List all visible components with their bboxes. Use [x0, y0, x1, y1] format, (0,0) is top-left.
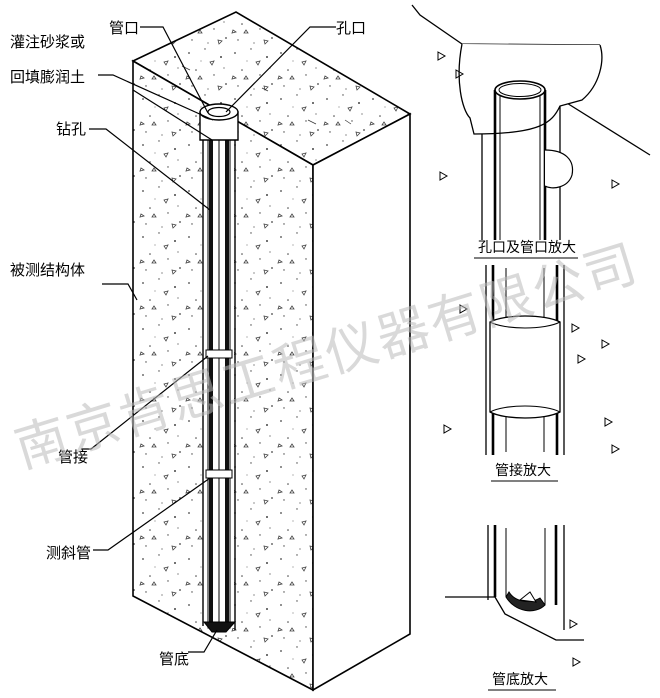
label-structure: 被测结构体 — [10, 261, 85, 279]
caption-bottom-detail: 管底放大 — [492, 672, 548, 688]
label-coupling: 管接 — [58, 448, 88, 466]
label-backfill: 回填膨润土 — [10, 68, 85, 86]
borehole-with-pipe — [199, 103, 239, 633]
label-hole-mouth: 孔口 — [336, 19, 366, 37]
label-pipe-mouth: 管口 — [109, 19, 139, 37]
label-pipe-bottom: 管底 — [159, 650, 189, 668]
label-inclinometer-pipe: 测斜管 — [46, 544, 91, 562]
detail-bottom — [445, 525, 584, 667]
detail-top — [411, 4, 651, 240]
label-borehole: 钻孔 — [56, 120, 86, 138]
caption-top-detail: 孔口及管口放大 — [478, 240, 576, 256]
caption-coupling-detail: 管接放大 — [495, 462, 551, 479]
detail-coupling — [443, 265, 621, 455]
block-side-face — [312, 112, 411, 692]
leader-lines — [81, 26, 336, 653]
label-grout: 灌注砂浆或 — [10, 33, 85, 51]
